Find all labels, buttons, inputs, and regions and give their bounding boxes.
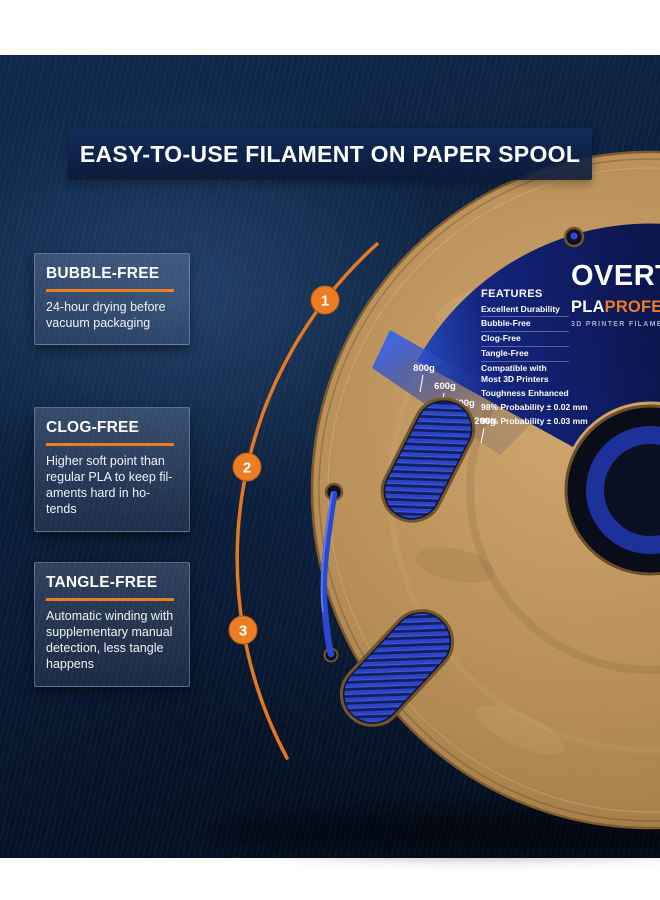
step-marker-1: 1	[310, 285, 340, 315]
spool-label-features-heading: FEATURES	[481, 288, 543, 300]
filament-strand	[320, 490, 338, 658]
accent-underline	[46, 598, 174, 601]
weight-mark-200g: 200g	[474, 416, 496, 427]
headline: EASY-TO-USE FILAMENT ON PAPER SPOOL	[79, 140, 581, 167]
weight-scale: 800g 600g 400g 200g	[372, 330, 540, 455]
accent-underline	[46, 289, 174, 292]
filament-strand-assembly	[320, 482, 344, 663]
label-feature-item: 99% Probability ± 0.03 mm	[481, 415, 588, 426]
filament-window-upper	[380, 397, 476, 523]
feature-card-heading: CLOG-FREE	[46, 419, 140, 436]
step-number-2: 2	[243, 460, 251, 477]
weight-mark-400g: 400g	[453, 398, 475, 409]
feature-card-heading: BUBBLE-FREE	[46, 265, 160, 282]
feature-card-body: 24-hour drying before vacuum packaging	[46, 299, 166, 330]
product-line-pla: PLA	[571, 298, 605, 316]
brand-name: OVERTURE	[571, 260, 660, 292]
label-feature-item: Excellent Durability	[481, 302, 569, 317]
step-marker-3: 3	[228, 615, 258, 645]
brand-subtitle: 3D PRINTER FILAMENT	[571, 321, 660, 328]
step-marker-2: 2	[232, 452, 262, 482]
product-line-professional: PROFESSIONAL	[604, 298, 660, 316]
feature-card-bubble-free: BUBBLE-FREE 24-hour drying before vacuum…	[34, 253, 190, 345]
filament-anchor-hole	[563, 226, 585, 248]
label-feature-item: Compatible with Most 3D Printers	[481, 363, 549, 384]
label-feature-item: Tangle-Free	[481, 347, 569, 362]
step-number-1: 1	[321, 293, 329, 310]
label-feature-item: 98% Probability ± 0.02 mm	[481, 401, 588, 412]
label-feature-item: Bubble-Free	[481, 317, 569, 332]
product-line: PLAPROFESSIONAL	[571, 298, 660, 317]
feature-card-heading: TANGLE-FREE	[46, 574, 158, 591]
feature-card-clog-free: CLOG-FREE Higher soft point than regular…	[34, 407, 190, 532]
filament-window-lower	[339, 609, 455, 727]
weight-mark-800g: 800g	[413, 363, 435, 374]
label-feature-item: Toughness Enhanced	[481, 387, 569, 398]
accent-underline	[46, 443, 174, 446]
spool-hub-hole	[564, 404, 660, 576]
spool-label-features: FEATURES Excellent Durability Bubble-Fre…	[481, 288, 607, 428]
label-feature-item: Clog-Free	[481, 332, 569, 347]
weight-gauge-wedge	[372, 330, 540, 455]
feature-card-tangle-free: TANGLE-FREE Automatic winding with suppl…	[34, 562, 190, 687]
spool-brand-block: OVERTURE PLAPROFESSIONAL 3D PRINTER FILA…	[571, 260, 660, 329]
step-number-3: 3	[239, 623, 247, 640]
feature-card-body: Automatic winding with supplementary man…	[46, 608, 174, 672]
weight-mark-600g: 600g	[434, 381, 456, 392]
feature-card-body: Higher soft point than regular PLA to ke…	[46, 453, 173, 517]
spool-shadow	[210, 808, 660, 856]
headline-band: EASY-TO-USE FILAMENT ON PAPER SPOOL	[68, 128, 592, 180]
